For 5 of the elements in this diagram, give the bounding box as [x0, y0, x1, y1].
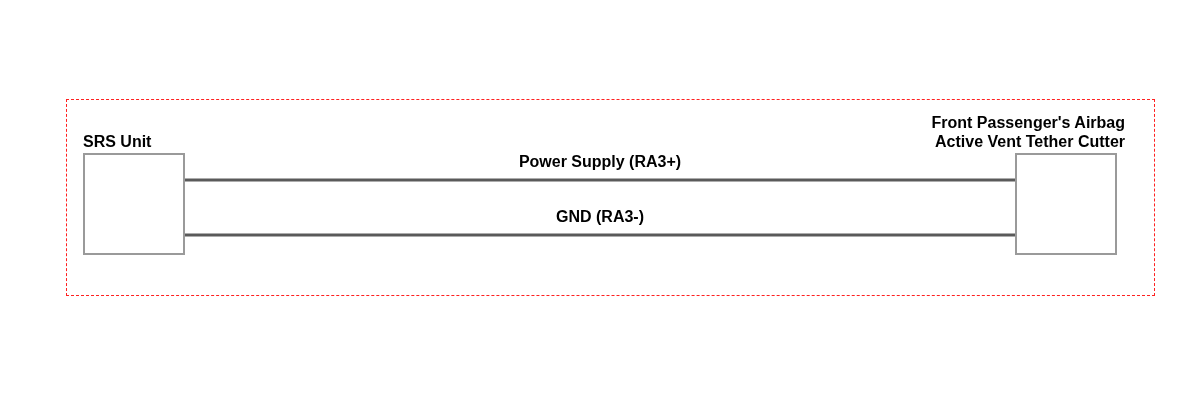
component-label: Front Passenger's Airbag Active Vent Tether Cutter [930, 113, 1125, 151]
component-label: SRS Unit [83, 132, 152, 151]
wire [185, 178, 1015, 182]
boundary-frame [66, 99, 1155, 296]
wire [185, 233, 1015, 237]
